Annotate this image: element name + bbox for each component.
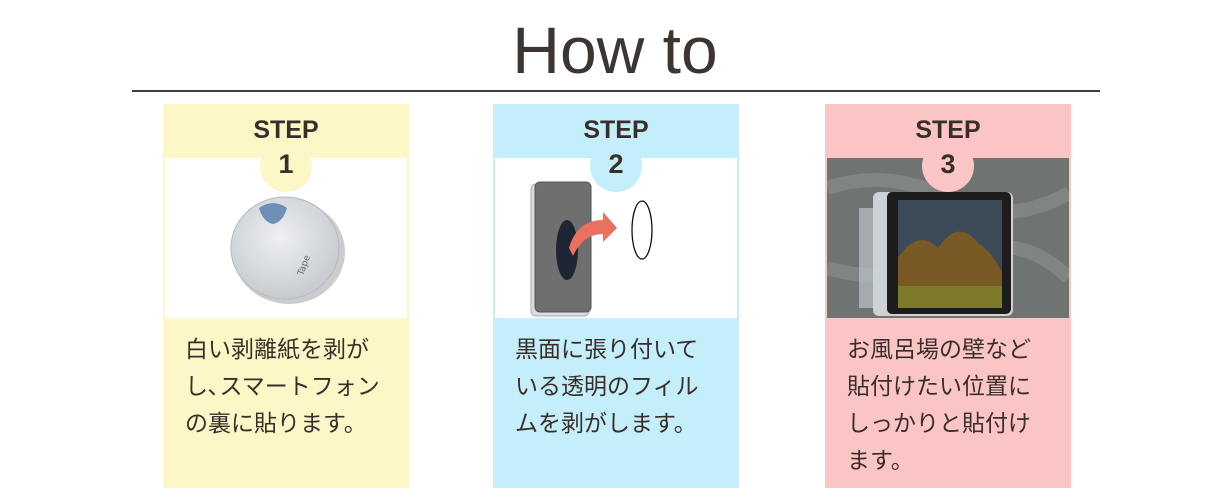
step-number: 3	[940, 149, 956, 179]
step-1-card: STEP 1 Tape 白い剥離紙を剥が し､スマートフォン の裏に貼ります。	[163, 104, 409, 488]
step-label: STEP	[583, 116, 649, 144]
description-line: の裏に貼ります。	[185, 411, 367, 437]
step-number-badge: 2	[590, 140, 642, 192]
page-title: How to	[512, 13, 718, 87]
description-line: ます。	[847, 448, 914, 474]
step-label: STEP	[915, 116, 981, 144]
step-label: STEP	[253, 116, 319, 144]
description-line: お風呂場の壁など	[847, 337, 1031, 363]
description-line: 黒面に張り付いて	[515, 337, 699, 363]
title-divider	[132, 90, 1100, 92]
description-line: しっかりと貼付け	[847, 411, 1031, 437]
description-line: 白い剥離紙を剥が	[185, 337, 369, 363]
description-line: ムを剥がします。	[515, 411, 697, 437]
step-number-badge: 3	[922, 140, 974, 192]
step-number: 2	[608, 149, 624, 179]
phone-on-wall-photo	[827, 158, 1069, 318]
step-number-badge: 1	[260, 140, 312, 192]
step-description: お風呂場の壁など 貼付けたい位置に しっかりと貼付け ます。	[825, 332, 1071, 480]
step-3-card: STEP 3 お風呂場の壁など 貼付けたい位置に しっかりと貼付け ます。	[825, 104, 1071, 488]
step-2-card: STEP 2 黒面に張り付いて いる透明のフィル ムを剥がします。	[493, 104, 739, 488]
step-description: 白い剥離紙を剥が し､スマートフォン の裏に貼ります。	[163, 332, 409, 443]
description-line: 貼付けたい位置に	[847, 374, 1031, 400]
description-line: し､スマートフォン	[185, 374, 380, 400]
step-number: 1	[278, 149, 294, 179]
description-line: いる透明のフィル	[515, 374, 699, 400]
step-description: 黒面に張り付いて いる透明のフィル ムを剥がします。	[493, 332, 739, 443]
